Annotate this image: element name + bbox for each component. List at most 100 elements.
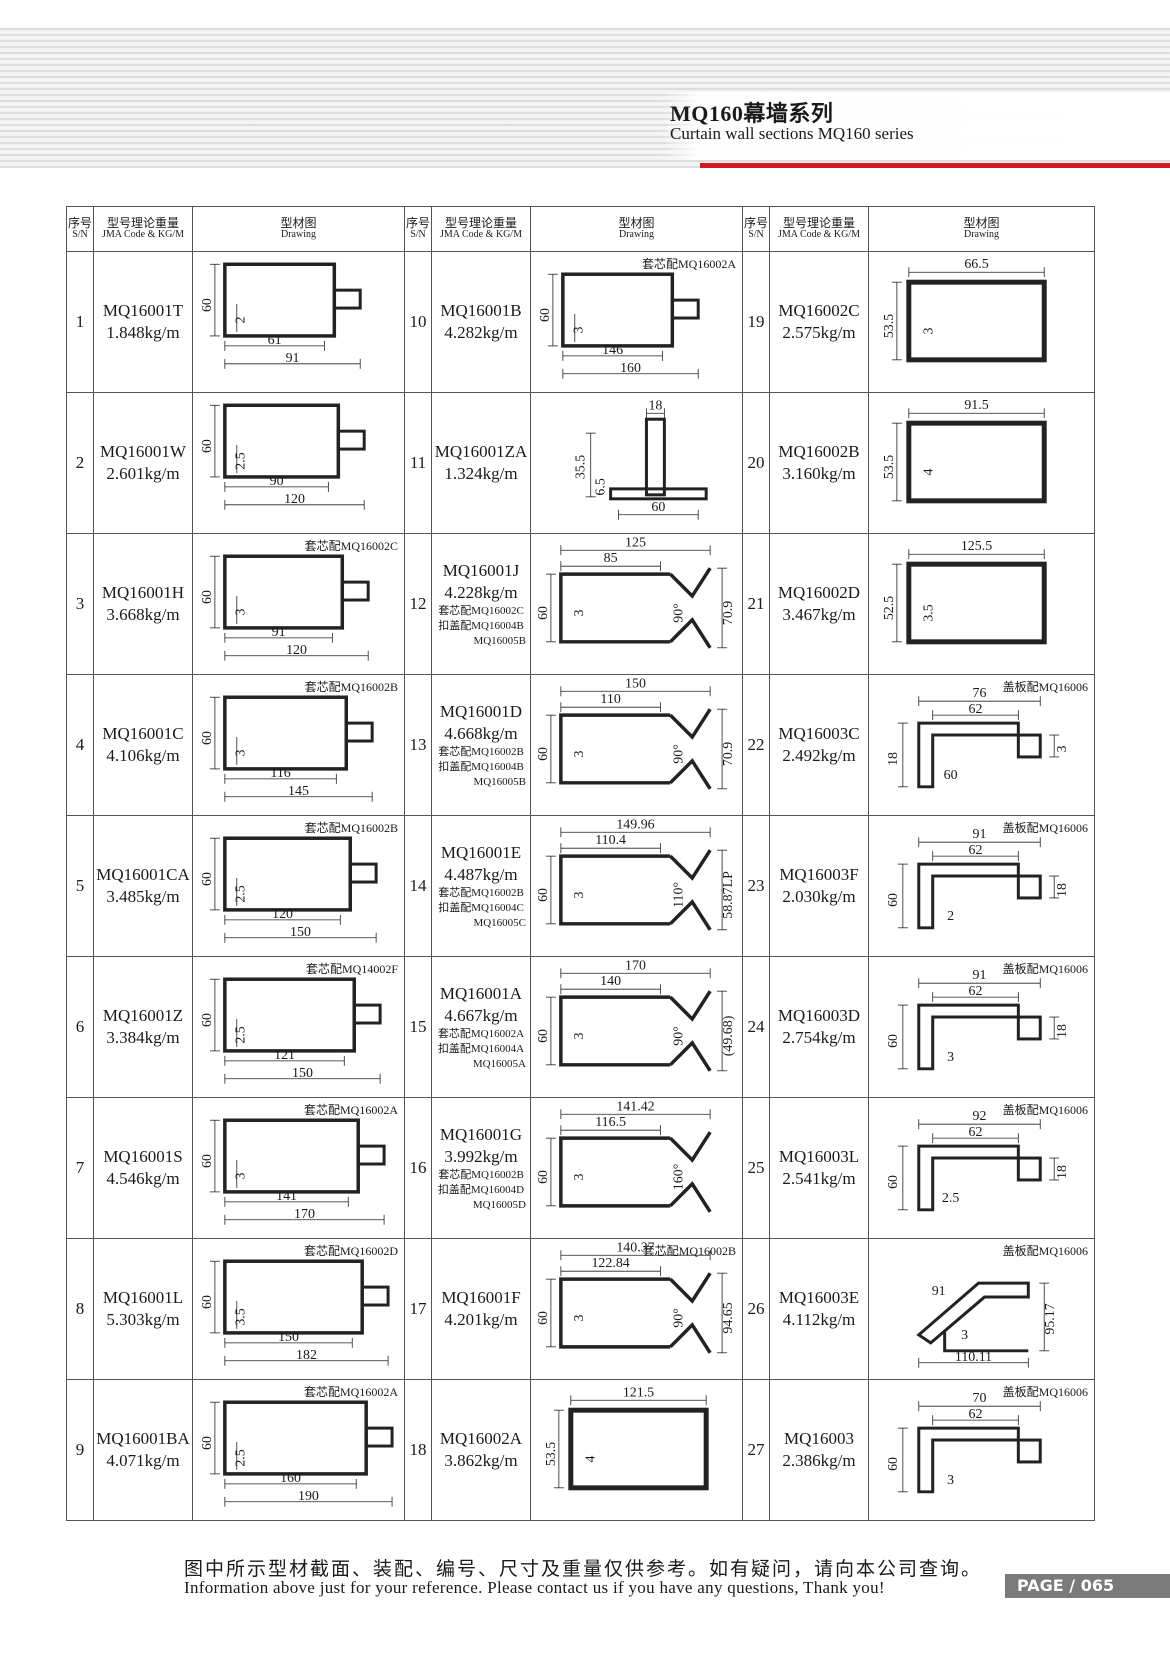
profile-code: MQ16001G	[439, 1124, 523, 1144]
profile-accessory-note: 扣盖配MQ16004B	[438, 760, 524, 773]
profile-code: MQ16002A	[439, 1428, 523, 1448]
profile-fit-note: 盖板配MQ16006	[1002, 962, 1088, 976]
profile-code: MQ16001B	[440, 300, 522, 320]
dimension-label: 60	[200, 439, 215, 453]
dimension-label: 125.5	[961, 539, 992, 554]
dimension-label: 2.5	[942, 1191, 959, 1206]
dimension-label: 60	[886, 1175, 901, 1189]
dimension-label: 120	[284, 492, 305, 507]
profile-code: MQ16001J	[442, 560, 520, 580]
dimension-label: 125	[625, 535, 646, 550]
profile-code: MQ16003L	[778, 1146, 860, 1166]
dimension-label: 53.5	[544, 1442, 559, 1466]
profile-accessory-note: MQ16005B	[473, 775, 526, 788]
dimension-label: 3	[572, 891, 587, 898]
dimension-label: 62	[969, 702, 983, 717]
dimension-label: 91	[286, 351, 300, 366]
profile-fit-note: 盖板配MQ16006	[1002, 680, 1088, 694]
profile-accessory-note: MQ16005B	[473, 634, 526, 647]
profile-fit-note: 套芯配MQ16002A	[303, 1103, 398, 1117]
dimension-label: 61	[268, 333, 282, 348]
profile-accessory-note: 套芯配MQ16002B	[438, 886, 524, 899]
dimension-label: 3	[947, 1473, 954, 1488]
dimension-label: 3	[947, 1050, 954, 1065]
dimension-label: 60	[536, 747, 551, 761]
dimension-label: 140	[600, 974, 621, 989]
dimension-label: 160	[620, 361, 641, 376]
profile-code: MQ16003E	[778, 1287, 860, 1307]
dimension-label: 91	[973, 968, 987, 983]
profile-code: MQ16001W	[100, 441, 186, 461]
profile-code: MQ16003F	[779, 864, 859, 884]
dimension-label: 2.5	[234, 1449, 249, 1466]
profile-code: MQ16003	[784, 1428, 854, 1448]
profile-code: MQ16001ZA	[434, 441, 528, 461]
dimension-label: 150	[290, 925, 311, 940]
dimension-label: 53.5	[882, 314, 897, 338]
dimension-label: 70	[973, 1391, 987, 1406]
dimension-label: 53.5	[882, 455, 897, 479]
profile-weight: 1.848kg/m	[106, 323, 180, 342]
profile-sn: 3	[66, 533, 94, 675]
dimension-label: 18	[886, 752, 901, 766]
profile-weight: 2.541kg/m	[782, 1169, 856, 1188]
profile-weight: 2.575kg/m	[782, 323, 856, 342]
profile-code-cell: MQ16003L 2.541kg/m	[769, 1097, 869, 1239]
profile-fit-note: 套芯配MQ16002B	[304, 680, 398, 694]
dimension-label: 120	[286, 643, 307, 658]
profile-weight: 4.668kg/m	[444, 723, 518, 743]
dimension-label: 150	[278, 1330, 299, 1345]
dimension-label: 58.87LP	[721, 871, 736, 919]
dimension-label: 3	[234, 608, 249, 615]
dimension-label: 4	[584, 1455, 599, 1462]
footer-disclaimer-en: Information above just for your referenc…	[184, 1578, 885, 1597]
dimension-label: 3	[234, 1172, 249, 1179]
profile-fit-note: 套芯配MQ16002C	[304, 539, 398, 553]
dimension-label: 91.5	[964, 398, 988, 413]
profile-weight: 4.201kg/m	[444, 1310, 518, 1329]
dimension-label: 91	[932, 1284, 946, 1299]
dimension-label: 121.5	[623, 1385, 654, 1400]
profile-code: MQ16001C	[102, 723, 184, 743]
dimension-label: 140.37	[616, 1240, 654, 1255]
page-title-cn: MQ160幕墙系列	[670, 101, 834, 126]
dimension-label: 150	[292, 1066, 313, 1081]
profile-sn: 11	[404, 392, 432, 534]
dimension-label: 90	[270, 474, 284, 489]
page-number-badge: PAGE / 065	[1005, 1574, 1170, 1598]
dimension-label: 170	[625, 958, 646, 973]
dimension-label: 60	[536, 606, 551, 620]
dimension-label: 60	[200, 590, 215, 604]
dimension-label: 145	[288, 784, 309, 799]
